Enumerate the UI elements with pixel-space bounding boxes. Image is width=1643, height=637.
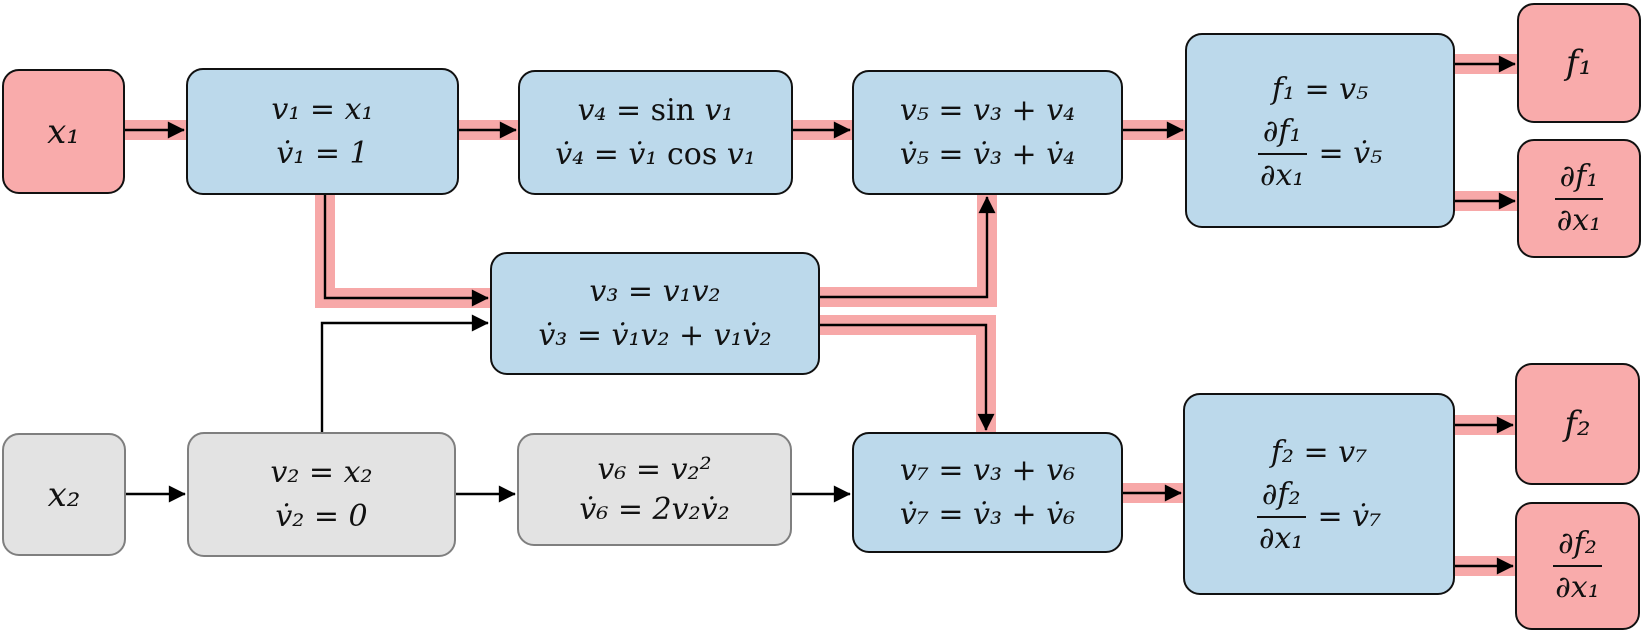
node-v5: v₅ = v₃ + v₄ v̇₅ = v̇₃ + v̇₄ [852, 70, 1123, 195]
eq-line: v̇₃ = v̇₁v₂ + v₁v̇₂ [538, 317, 772, 353]
node-v7: v₇ = v₃ + v₆ v̇₇ = v̇₃ + v̇₆ [852, 432, 1123, 553]
eq-line: v̇₄ = v̇₁ cos v₁ [555, 136, 756, 172]
node-v1: v₁ = x₁ v̇₁ = 1 [186, 68, 459, 195]
node-label: x₁ [47, 111, 80, 152]
node-label: x₂ [47, 474, 81, 515]
fraction: ∂f₁ ∂x₁ [1554, 159, 1604, 239]
node-v6: v₆ = v₂² v̇₆ = 2v₂v̇₂ [517, 433, 792, 546]
arrow-lines [122, 55, 1516, 575]
node-label: f₁ [1565, 43, 1593, 83]
eq-line: v₁ = x₁ [271, 91, 374, 127]
node-x2-input: x₂ [2, 433, 126, 556]
eq-line: v₃ = v₁v₂ [589, 273, 721, 309]
eq-line: v₆ = v₂² [597, 451, 712, 487]
fraction: ∂f₁ ∂x₁ [1257, 114, 1307, 194]
eq-line: v₅ = v₃ + v₄ [899, 92, 1076, 128]
eq-line: v̇₇ = v̇₃ + v̇₆ [899, 496, 1076, 532]
band-v3-v7 [817, 315, 996, 434]
eq-line: f₁ = v₅ [1271, 71, 1369, 107]
node-df2dx1-output: ∂f₂ ∂x₁ [1515, 502, 1640, 630]
band-v1-v3 [315, 192, 492, 308]
eq-line: v₄ = sin v₁ [577, 92, 734, 128]
eq-line: f₂ = v₇ [1270, 435, 1368, 470]
arrow-v3-v7 [818, 323, 995, 431]
node-f1: f₁ = v₅ ∂f₁ ∂x₁ = v̇₅ [1185, 33, 1455, 228]
eq-fraction-row: ∂f₂ ∂x₁ = v̇₇ [1256, 477, 1381, 557]
arrow-v1-v3 [323, 194, 489, 307]
eq-line: v₂ = x₂ [270, 454, 373, 490]
node-f1-output: f₁ [1517, 3, 1641, 123]
eq-line: v̇₁ = 1 [276, 135, 369, 171]
node-v3: v₃ = v₁v₂ v̇₃ = v̇₁v₂ + v₁v̇₂ [490, 252, 820, 375]
eq-line: v̇₆ = 2v₂v̇₂ [579, 491, 730, 527]
node-x1-input: x₁ [2, 69, 125, 194]
eq-line: v̇₂ = 0 [275, 498, 368, 534]
eq-line: v̇₅ = v̇₃ + v̇₄ [899, 136, 1076, 172]
arrow-v2-v3 [320, 314, 489, 432]
fraction: ∂f₂ ∂x₁ [1553, 526, 1602, 606]
fraction: ∂f₂ ∂x₁ [1256, 477, 1306, 557]
node-df1dx1-output: ∂f₁ ∂x₁ [1517, 139, 1641, 258]
node-label: f₂ [1564, 404, 1591, 444]
node-v2: v₂ = x₂ v̇₂ = 0 [187, 432, 456, 557]
eq-fraction-row: ∂f₁ ∂x₁ = v̇₅ [1257, 114, 1382, 194]
band-v3-v5 [817, 193, 997, 307]
eq-line: v₇ = v₃ + v₆ [899, 452, 1076, 488]
node-f2: f₂ = v₇ ∂f₂ ∂x₁ = v̇₇ [1183, 393, 1455, 595]
arrow-v3-v5 [818, 196, 996, 299]
node-v4: v₄ = sin v₁ v̇₄ = v̇₁ cos v₁ [518, 70, 793, 195]
node-f2-output: f₂ [1515, 363, 1640, 485]
